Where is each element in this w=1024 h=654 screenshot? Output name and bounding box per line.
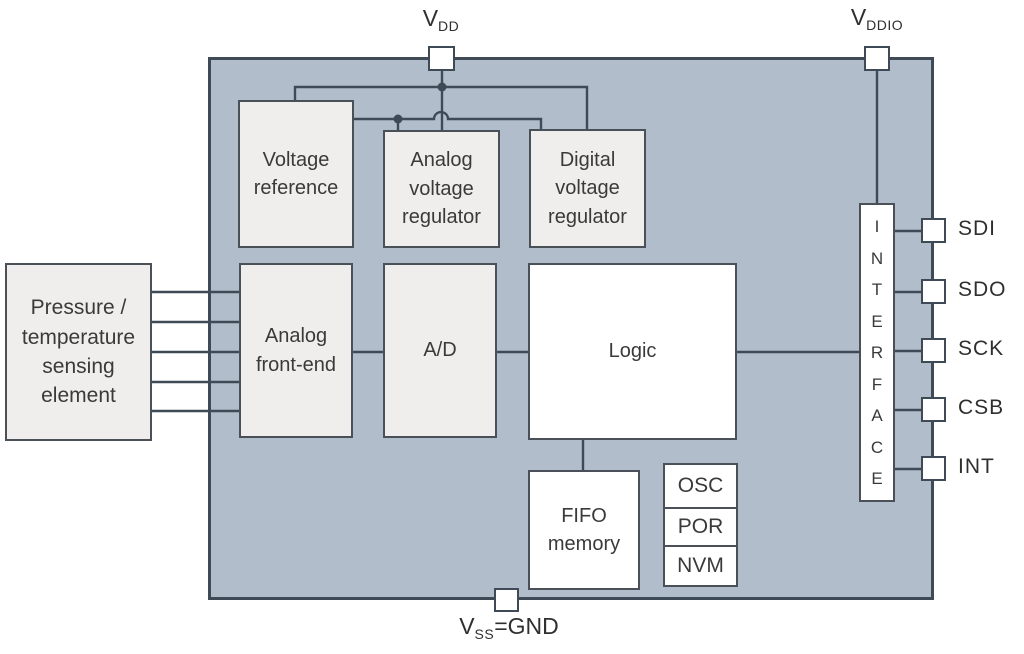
label-vdd: VDD	[396, 5, 486, 34]
junction-dot-vdd	[437, 82, 447, 92]
pin-sdo	[921, 279, 946, 304]
wire-vref-to-regulators	[354, 110, 543, 130]
vss-subscript: SS	[474, 626, 495, 642]
block-analog-voltage-regulator: Analog voltage regulator	[383, 130, 500, 248]
junction-dot-vref	[393, 114, 403, 124]
block-fifo-memory: FIFO memory	[528, 470, 640, 590]
vdd-base: V	[422, 5, 439, 31]
label-csb: CSB	[958, 396, 1005, 419]
label-sdi: SDI	[958, 217, 997, 240]
pin-vdd	[428, 46, 455, 71]
block-sensing-element: Pressure / temperature sensing element	[5, 263, 152, 441]
label-sck: SCK	[958, 337, 1005, 360]
block-osc: OSC	[663, 463, 738, 509]
label-int: INT	[958, 455, 995, 478]
block-digital-voltage-regulator: Digital voltage regulator	[529, 129, 646, 248]
vdd-subscript: DD	[438, 18, 460, 34]
block-nvm: NVM	[663, 545, 738, 587]
pin-int	[921, 456, 946, 481]
block-analog-front-end: Analog front-end	[239, 263, 353, 438]
vddio-base: V	[850, 4, 867, 30]
vddio-subscript: DDIO	[866, 17, 904, 33]
pin-sck	[921, 338, 946, 363]
pin-sdi	[921, 218, 946, 243]
label-sdo: SDO	[958, 278, 1007, 301]
vss-suffix: =GND	[494, 613, 559, 639]
pin-vss	[494, 588, 519, 612]
pin-vddio	[864, 46, 890, 71]
vss-base: V	[459, 613, 475, 639]
block-interface: INTERFACE	[859, 203, 895, 502]
label-vddio: VDDIO	[827, 4, 927, 33]
block-voltage-reference: Voltage reference	[238, 100, 354, 248]
pin-csb	[921, 397, 946, 422]
label-vss: VSS=GND	[424, 613, 594, 642]
block-adc: A/D	[383, 263, 497, 438]
block-logic: Logic	[528, 263, 737, 440]
block-por: POR	[663, 507, 738, 547]
interface-vertical-label: INTERFACE	[870, 217, 884, 488]
